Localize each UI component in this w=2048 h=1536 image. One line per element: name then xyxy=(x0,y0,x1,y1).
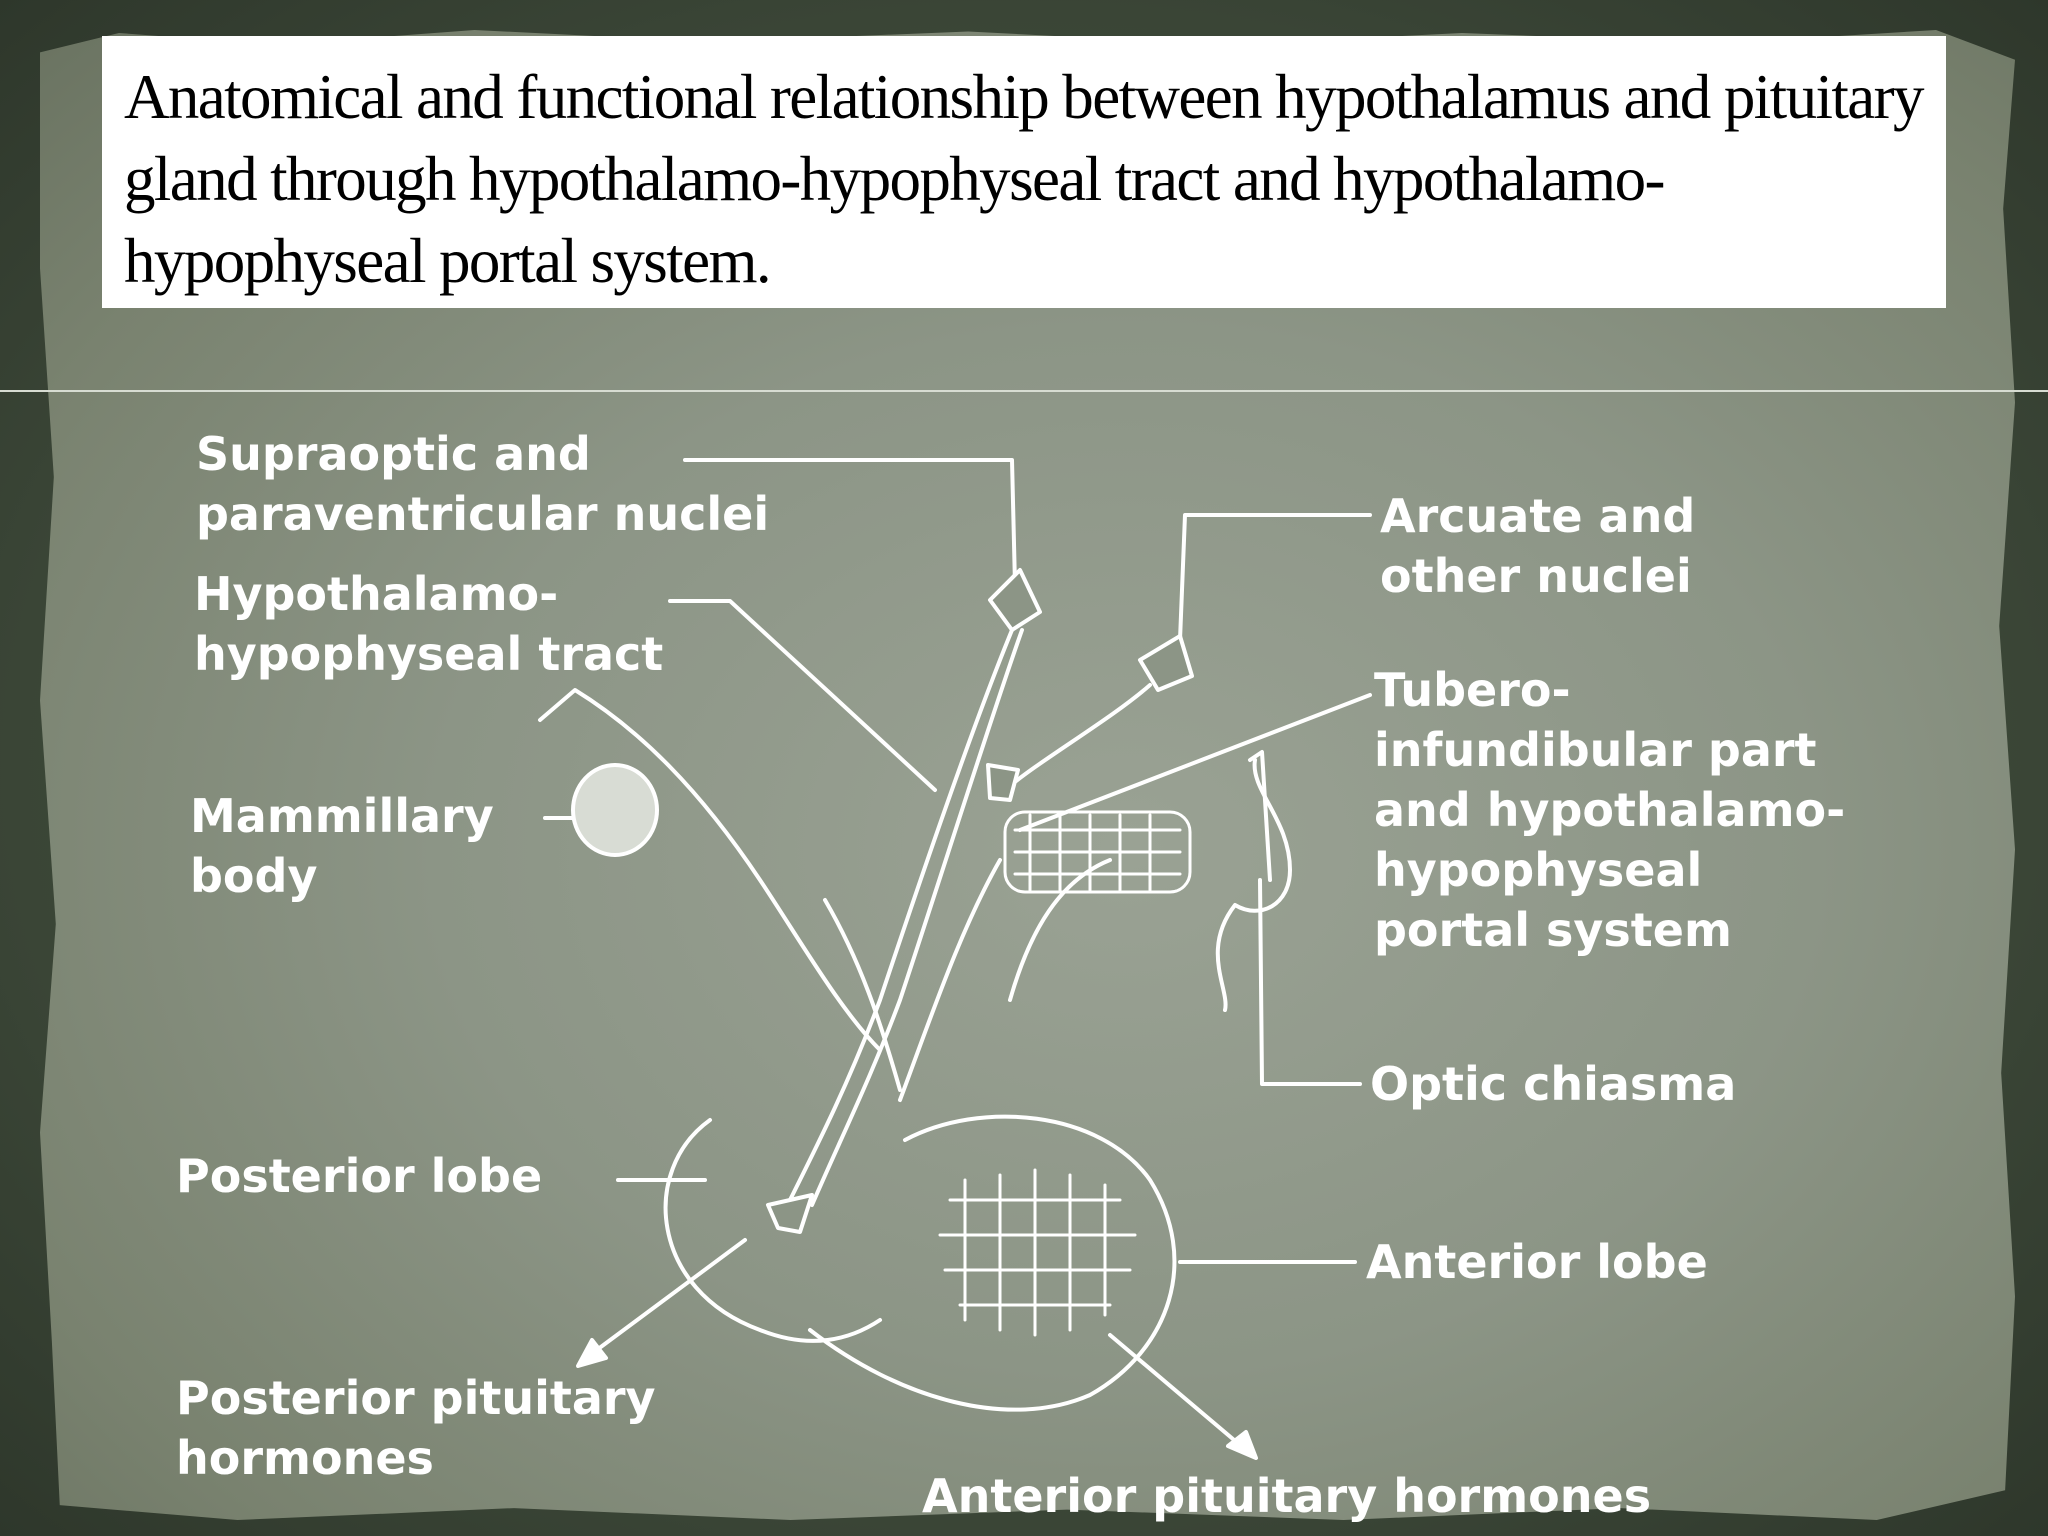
label-arcuate: Arcuate and other nuclei xyxy=(1380,489,1696,603)
arcuate-axon xyxy=(1003,683,1152,792)
slide-title: Anatomical and functional relationship b… xyxy=(124,62,1925,296)
label-mammillary: Mammillary body xyxy=(190,789,494,903)
leader-tubero xyxy=(1018,693,1372,832)
primary-capillary-plexus xyxy=(1003,810,1192,894)
divider-line xyxy=(0,390,2048,392)
posterior-lobe-shape xyxy=(663,1118,882,1343)
posterior-wall xyxy=(823,898,902,1092)
infundibulum-right xyxy=(1008,858,1112,1002)
label-supraoptic: Supraoptic and paraventricular nuclei xyxy=(196,427,770,541)
leader-supraoptic xyxy=(683,458,1017,587)
label-posterior-hormones: Posterior pituitary hormones xyxy=(176,1371,656,1485)
optic-chiasma-shape xyxy=(1215,758,1292,1012)
leader-lines xyxy=(543,458,1372,1264)
label-optic: Optic chiasma xyxy=(1370,1057,1737,1111)
title-box: Anatomical and functional relationship b… xyxy=(102,36,1946,308)
anterior-arrowhead xyxy=(1226,1430,1258,1460)
anterior-hormone-arrow xyxy=(1108,1333,1242,1447)
label-tubero: Tubero- infundibular part and hypothalam… xyxy=(1374,663,1846,957)
hormone-arrows xyxy=(576,1238,1258,1460)
leader-tract xyxy=(668,599,937,792)
posterior-hormone-arrow xyxy=(588,1238,747,1357)
posterior-terminal xyxy=(766,1193,814,1234)
label-anterior-hormones: Anterior pituitary hormones xyxy=(922,1469,1652,1523)
label-tract: Hypothalamo- hypophyseal tract xyxy=(194,567,664,681)
leader-arcuate xyxy=(1178,513,1372,642)
anterior-lobe-shape xyxy=(808,1114,1177,1412)
leader-optic xyxy=(1258,878,1362,1086)
tract-axon-a xyxy=(788,628,1014,1202)
tract-axon-b xyxy=(810,628,1024,1207)
arcuate-terminal xyxy=(986,763,1020,802)
mammillary-body-shape xyxy=(571,763,659,857)
hypothalamus-outline xyxy=(538,688,882,1052)
supraoptic-neuron-body xyxy=(988,568,1042,632)
arcuate-neuron-body xyxy=(1138,634,1194,692)
infundibulum-left xyxy=(898,858,1002,1102)
posterior-arrowhead xyxy=(576,1338,608,1368)
label-posterior-lobe: Posterior lobe xyxy=(176,1149,543,1203)
optic-nerve xyxy=(1248,750,1272,882)
secondary-capillary-plexus xyxy=(938,1168,1137,1337)
label-anterior-lobe: Anterior lobe xyxy=(1366,1235,1708,1289)
